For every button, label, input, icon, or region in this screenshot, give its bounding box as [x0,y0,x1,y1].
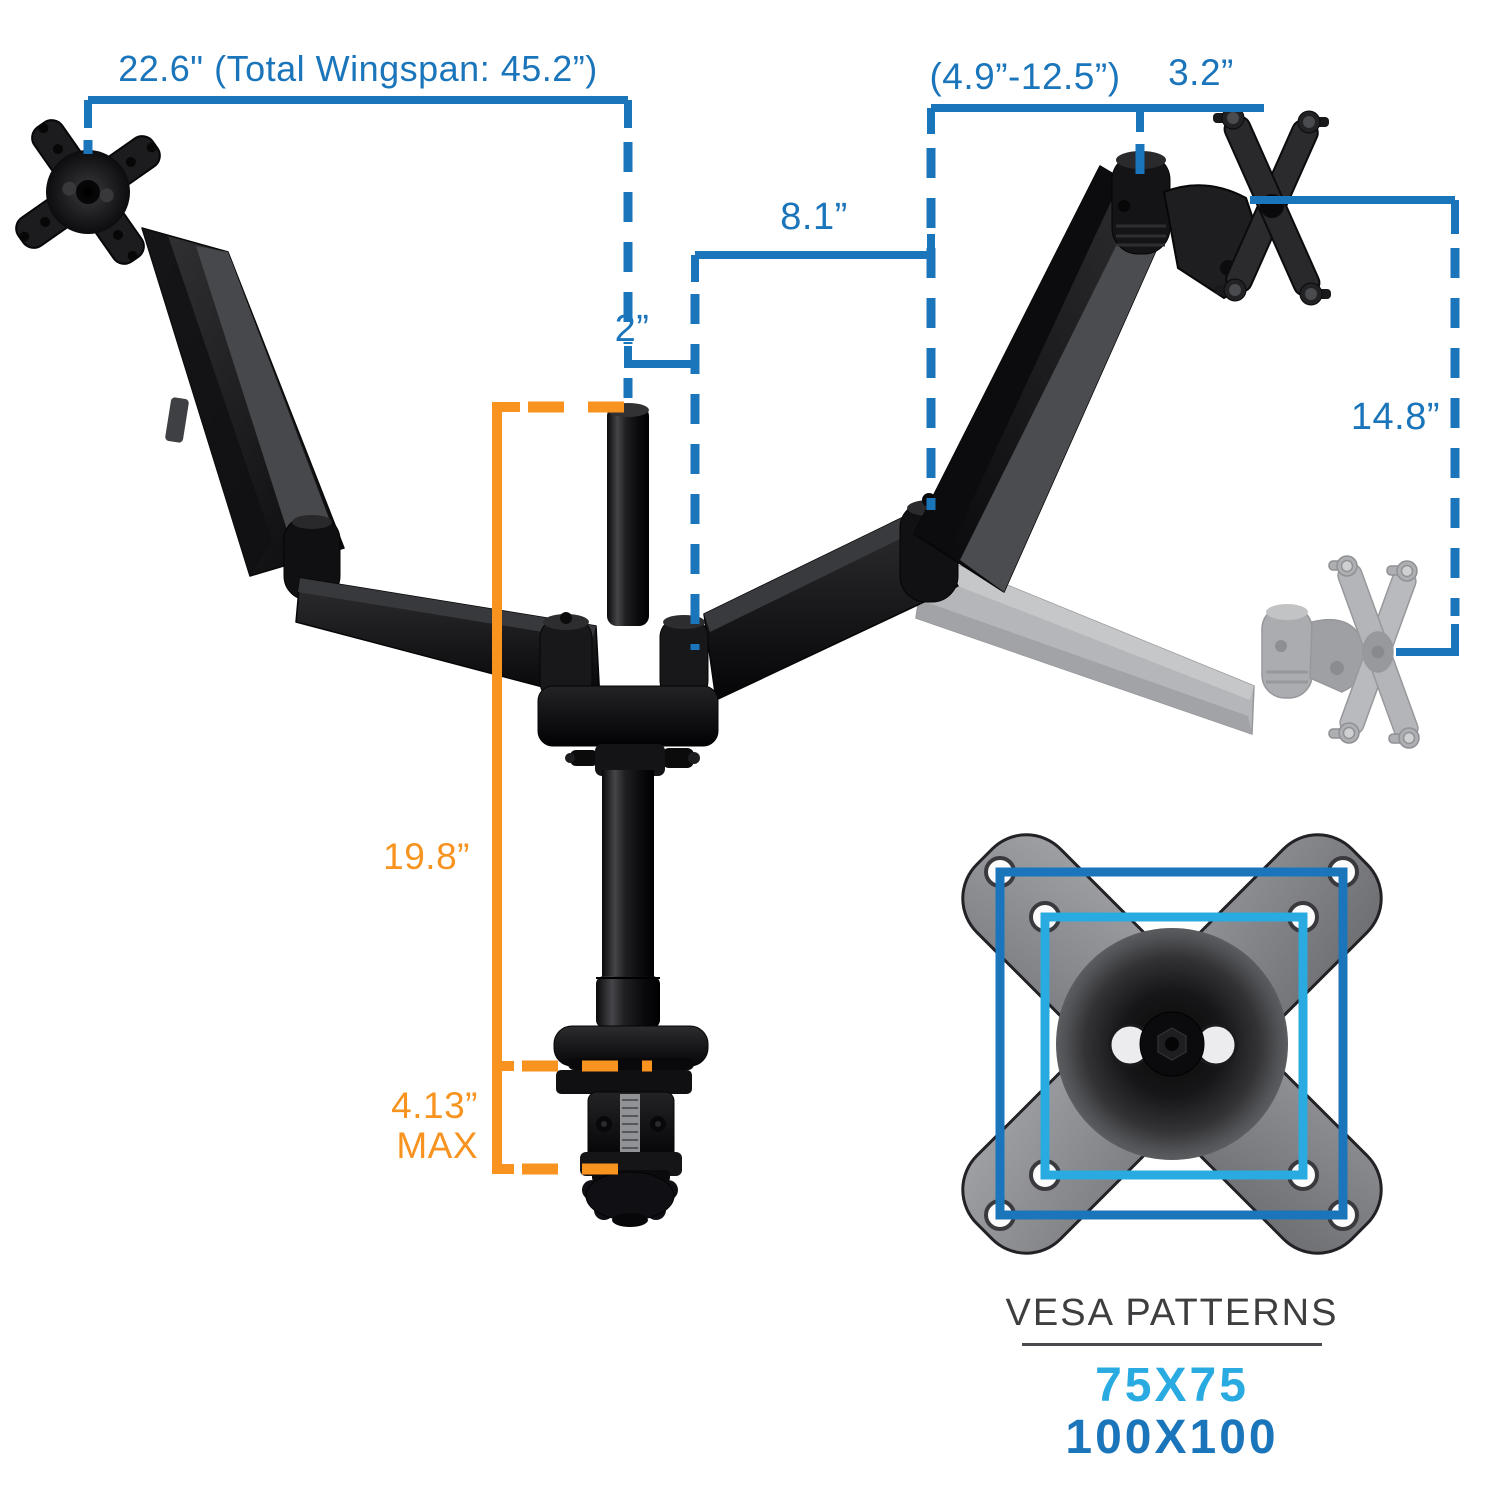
clamp-threaded-rod [620,1094,640,1158]
ghost-vesa-plate [1328,555,1420,749]
vesa-heading-divider [1022,1343,1322,1346]
vesa-pattern-75x75-label: 75X75 [1095,1359,1249,1412]
vesa-thumbscrews [1213,106,1331,306]
desk-clamp-base [553,1025,709,1227]
dim-label-height-adjust: 14.8” [1350,396,1440,438]
dimension-lines-orange [492,401,652,1175]
vesa-pattern-inset [961,833,1383,1255]
center-hub [537,612,719,776]
dim-label-pole-height: 19.8” [383,836,470,877]
vesa-patterns-heading: VESA PATTERNS [1005,1292,1339,1334]
pole-collar-clamp [595,744,665,776]
dim-label-clamp-max-suffix: MAX [396,1124,478,1166]
vesa-100x100-outline [995,867,1348,1220]
dim-label-arm-reach-range: (4.9”-12.5”) [929,56,1121,97]
dimension-lines-blue [83,96,1460,656]
dim-label-clamp-max-value: 4.13” [391,1085,478,1126]
center-pole-lower [596,770,660,1028]
dim-label-pole-offset: 2” [614,308,650,350]
dim-label-arm-offset: 8.1” [780,196,848,238]
dim-label-clamp-max: 4.13” MAX [348,1086,478,1166]
dim-label-total-wingspan: 22.6" (Total Wingspan: 45.2”) [118,48,598,89]
dim-label-plate-depth: 3.2” [1168,52,1234,93]
vesa-75x75-outline [1040,912,1308,1180]
ghost-arm-lowered-position [915,550,1420,749]
left-gas-spring-arm [141,227,601,703]
center-pole-upper [607,403,649,626]
vesa-pattern-100x100-label: 100X100 [1065,1411,1279,1464]
clamp-tightening-knob [582,1171,678,1227]
right-gas-spring-arm [703,151,1262,701]
left-vesa-plate [15,119,161,265]
